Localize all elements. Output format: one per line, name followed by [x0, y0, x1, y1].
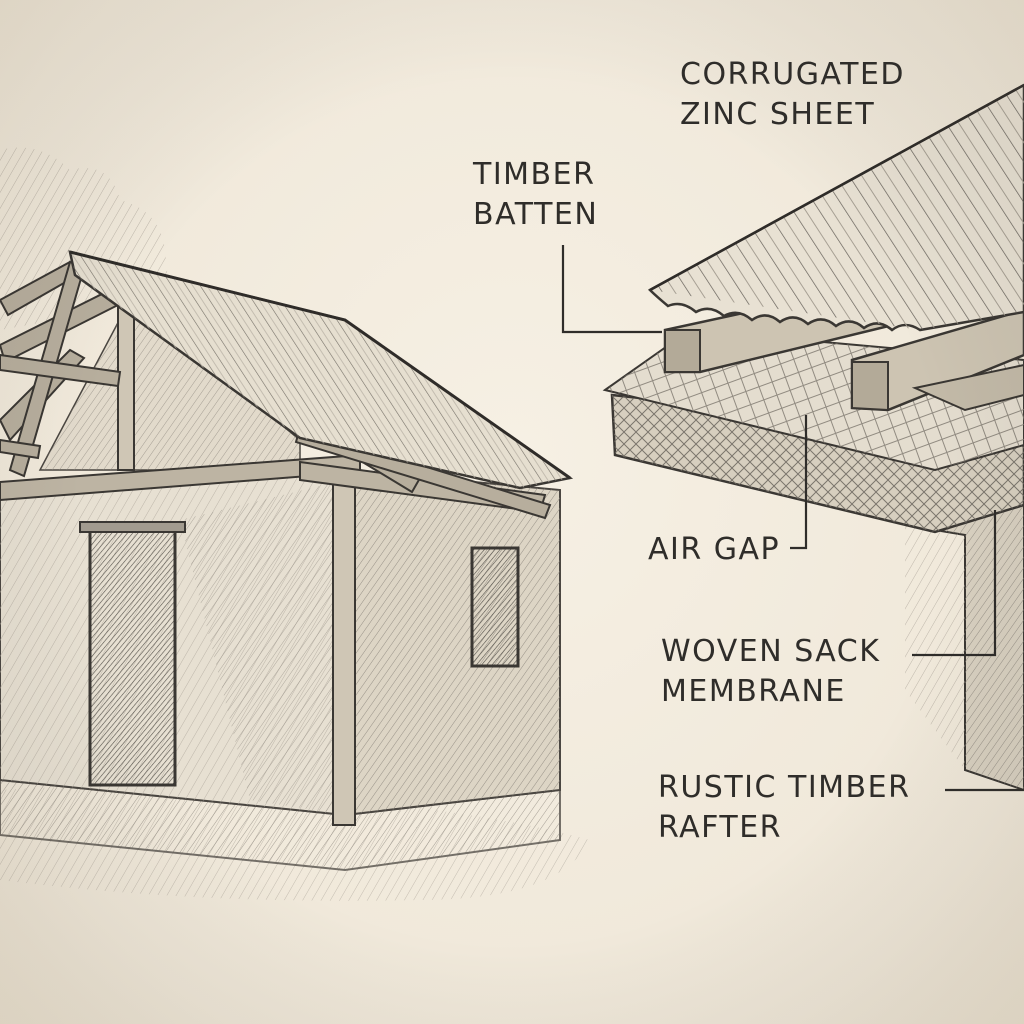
- label-line: RAFTER: [658, 810, 783, 845]
- label-line: ZINC SHEET: [680, 97, 876, 132]
- label-line: MEMBRANE: [661, 674, 846, 709]
- label-line: BATTEN: [473, 197, 599, 232]
- label-line: RUSTIC TIMBER: [658, 770, 911, 805]
- label-corrugated-zinc-sheet: CORRUGATED ZINC SHEET: [680, 55, 905, 135]
- label-line: TIMBER: [473, 157, 596, 192]
- label-rustic-timber-rafter: RUSTIC TIMBER RAFTER: [658, 768, 910, 848]
- label-line: WOVEN SACK: [661, 634, 881, 669]
- label-air-gap: AIR GAP: [648, 530, 780, 570]
- label-line: CORRUGATED: [680, 57, 906, 92]
- label-woven-sack-membrane: WOVEN SACK MEMBRANE: [661, 632, 880, 712]
- label-line: AIR GAP: [648, 532, 781, 567]
- label-timber-batten: TIMBER BATTEN: [473, 155, 598, 235]
